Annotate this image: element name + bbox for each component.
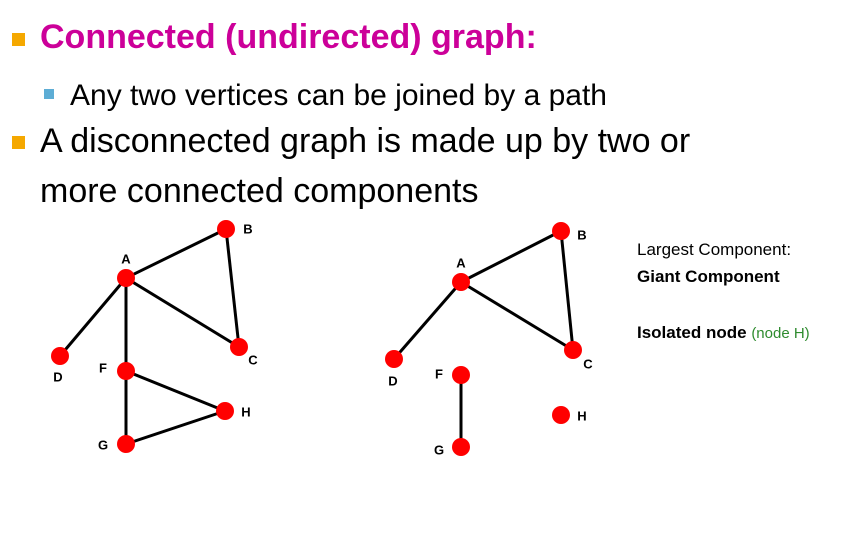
- node-d: [385, 350, 403, 368]
- node-f: [452, 366, 470, 384]
- edge-a-d: [58, 277, 128, 357]
- node-label-a: A: [456, 255, 466, 270]
- node-label-g: G: [98, 437, 108, 452]
- node-label-g: G: [434, 442, 444, 457]
- edge-a-c: [125, 276, 240, 349]
- node-f: [117, 362, 135, 380]
- node-label-h: H: [241, 404, 250, 419]
- edge-a-b: [125, 227, 227, 280]
- disconnected-graph: A B C D F G H: [385, 222, 593, 457]
- node-h: [552, 406, 570, 424]
- bullet-square-orange: [12, 33, 25, 46]
- node-c: [564, 341, 582, 359]
- giant-component-label: Giant Component: [637, 267, 780, 286]
- node-d: [51, 347, 69, 365]
- node-g: [452, 438, 470, 456]
- bullet-square-blue: [44, 89, 54, 99]
- node-c: [230, 338, 248, 356]
- bullet-disconnected-graph: A disconnected graph is made up by two o…: [40, 122, 691, 160]
- edge-g-h: [125, 409, 226, 446]
- node-label-d: D: [388, 373, 397, 388]
- edge-f-h: [125, 369, 226, 413]
- bullet-disconnected-graph-cont: more connected components: [40, 172, 479, 210]
- connected-graph: A B C D F G H: [51, 220, 258, 453]
- node-label-f: F: [99, 360, 107, 375]
- node-a: [452, 273, 470, 291]
- edge-a-d: [392, 281, 463, 360]
- node-label-c: C: [248, 352, 258, 367]
- node-label-a: A: [121, 251, 131, 266]
- node-a: [117, 269, 135, 287]
- isolated-node-annotation: Isolated node (node H): [637, 323, 810, 343]
- heading-connected-graph: Connected (undirected) graph:: [40, 18, 537, 56]
- node-g: [117, 435, 135, 453]
- isolated-node-label: Isolated node: [637, 323, 747, 342]
- node-b: [217, 220, 235, 238]
- edge-b-c: [224, 228, 241, 348]
- bullet-square-orange: [12, 136, 25, 149]
- largest-component-label: Largest Component:: [637, 240, 792, 259]
- edge-b-c: [559, 230, 575, 351]
- node-label-b: B: [577, 227, 586, 242]
- subbullet-path-definition: Any two vertices can be joined by a path: [70, 79, 607, 112]
- node-label-h: H: [577, 408, 586, 423]
- node-h: [216, 402, 234, 420]
- node-label-d: D: [53, 369, 62, 384]
- edge-a-b: [460, 229, 562, 284]
- node-label-c: C: [583, 356, 593, 371]
- edge-a-c: [460, 280, 574, 352]
- node-b: [552, 222, 570, 240]
- node-label-b: B: [243, 221, 252, 236]
- isolated-node-note: (node H): [751, 325, 810, 342]
- node-label-f: F: [435, 366, 443, 381]
